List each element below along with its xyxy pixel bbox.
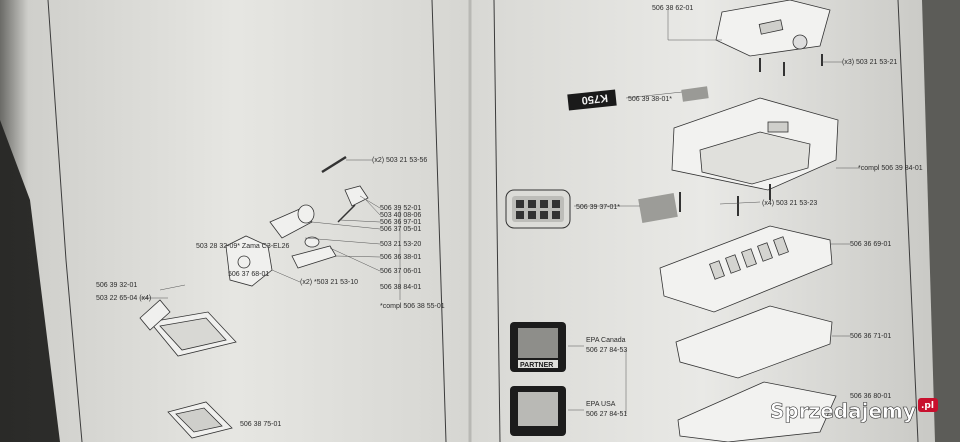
- k750-decal-bg: [567, 89, 617, 111]
- part-label: 506 36 38-01: [380, 254, 421, 261]
- symbol-icon: [528, 200, 536, 208]
- watermark-text: Sprzedajemy: [770, 399, 916, 423]
- part-label: (x2) 503 21 53-56: [372, 157, 427, 164]
- part-label: 506 36 69-01: [850, 241, 891, 248]
- tube-connector: [304, 236, 320, 248]
- part-label: 503 28 32-09* Zama C3-EL26: [196, 243, 289, 250]
- bracket-icon: [344, 185, 369, 207]
- part-label: 506 36 71-01: [850, 333, 891, 340]
- part-label: 503 21 53-20: [380, 241, 421, 248]
- left-inner-line: [431, 0, 447, 442]
- part-label: 506 37 68-01: [228, 271, 269, 278]
- small-decal-icon: [681, 86, 709, 102]
- part-label: (x3) 503 21 53-21: [842, 59, 897, 66]
- symbol-icon: [540, 211, 548, 219]
- right-part-labels: 506 38 62-01 (x3) 503 21 53-21 506 39 38…: [576, 5, 923, 418]
- part-label: 506 39 32-01: [96, 282, 137, 289]
- mount-bracket-icon: [139, 299, 171, 331]
- part-label: (x4) 503 21 53-23: [762, 200, 817, 207]
- part-label: 506 39 37-01*: [576, 204, 620, 211]
- warning-decal-icon: [638, 193, 678, 223]
- part-label: 506 27 84-51: [586, 411, 627, 418]
- left-part-labels: (x2) 503 21 53-56 506 39 52-01 503 40 08…: [96, 157, 445, 428]
- part-label: 506 38 84-01: [380, 284, 421, 291]
- right-inner-line: [493, 0, 501, 442]
- watermark-badge: [918, 398, 938, 412]
- right-frame-line: [897, 0, 919, 442]
- partner-brand-text: PARTNER: [520, 362, 553, 369]
- filter-housing-icon: [659, 225, 833, 313]
- symbol-icon: [516, 211, 524, 219]
- intake-flange: [297, 204, 315, 224]
- left-sheet: [0, 0, 470, 442]
- symbol-decal: [505, 189, 571, 229]
- k750-decal-text: K750: [581, 91, 608, 106]
- part-label: EPA USA: [586, 401, 616, 408]
- symbol-icon: [552, 211, 560, 219]
- part-label: 506 38 75-01: [240, 421, 281, 428]
- epa-canada-decal: PARTNER: [510, 322, 566, 372]
- part-label: 506 38 62-01: [652, 5, 693, 12]
- symbol-icon: [540, 200, 548, 208]
- part-label: 506 36 80-01: [850, 393, 891, 400]
- filter-pad-icon: [675, 305, 833, 379]
- symbol-icon: [552, 200, 560, 208]
- bottom-filter-icon: [677, 381, 837, 442]
- part-label: *compl 506 38 55-01: [380, 303, 445, 310]
- part-label: 506 39 38-01*: [628, 96, 672, 103]
- carburetor-port: [237, 255, 251, 269]
- part-label: 506 36 97-01: [380, 219, 421, 226]
- bolt-icon: [337, 204, 356, 223]
- symbol-icon: [528, 211, 536, 219]
- epa-usa-decal: [510, 386, 566, 436]
- left-frame-line: [47, 0, 83, 442]
- part-label: 506 37 06-01: [380, 268, 421, 275]
- part-label: 506 37 05-01: [380, 226, 421, 233]
- sprzedajemy-watermark: Sprzedajemy .pl: [770, 398, 938, 423]
- part-label: 503 40 08-06: [380, 212, 421, 219]
- screw-icon: [321, 155, 347, 174]
- watermark-suffix: .pl: [921, 401, 934, 411]
- right-assembly: [659, 0, 839, 442]
- part-label: 506 39 52-01: [380, 205, 421, 212]
- k750-decal: K750: [567, 89, 617, 111]
- left-leader-lines: [140, 159, 401, 300]
- part-label: 503 22 65-04 (x4): [96, 295, 151, 302]
- part-label: *compl 506 39 84-01: [858, 165, 923, 172]
- part-label: EPA Canada: [586, 337, 626, 344]
- right-leader-lines: [568, 10, 860, 414]
- left-assembly: [139, 155, 369, 439]
- symbol-icon: [516, 200, 524, 208]
- part-label: (x2) *503 21 53-10: [300, 279, 358, 286]
- part-label: 506 27 84-53: [586, 347, 627, 354]
